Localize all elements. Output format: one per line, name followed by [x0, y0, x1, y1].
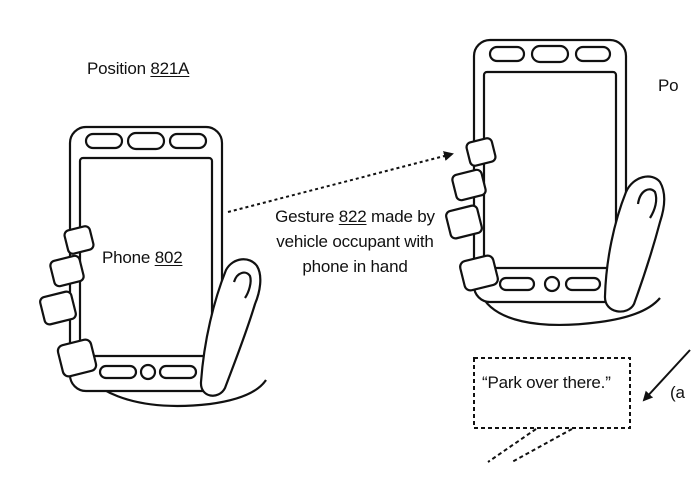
left-top-pill-2 — [126, 131, 166, 151]
right-top-pill-3 — [574, 45, 612, 63]
right-phone-body — [472, 38, 628, 304]
left-top-pill-1 — [84, 132, 124, 150]
position-821a-label: Position 821A — [87, 56, 190, 81]
speech-bubble-box — [473, 357, 631, 429]
speech-bubble-text: “Park over there.” — [482, 373, 611, 392]
right-bottom-pill-1 — [498, 276, 536, 292]
speech-bubble — [473, 357, 631, 463]
left-fingers — [39, 225, 98, 378]
partial-parenthetical-label: (a — [670, 383, 685, 402]
phone-802-label: Phone 802 — [102, 245, 183, 270]
left-top-pill-3 — [168, 132, 208, 150]
left-hand-phone — [39, 125, 267, 407]
right-edge-arrow — [642, 349, 691, 402]
right-top-pill-2 — [530, 44, 570, 64]
phone-ref: 802 — [154, 248, 183, 267]
right-fingers — [445, 137, 499, 292]
left-thumbnail — [232, 271, 252, 299]
right-thumb — [603, 175, 666, 313]
right-home-button — [543, 275, 561, 293]
position-a-ref: 821A — [150, 59, 190, 78]
position-a-prefix: Position — [87, 59, 151, 78]
right-hand-phone — [445, 38, 666, 327]
speech-bubble-tail — [487, 428, 573, 463]
right-palm — [478, 291, 661, 327]
left-bottom-pill-2 — [158, 364, 198, 380]
position-b-partial-label: Po — [658, 76, 679, 95]
gesture-arrow — [227, 151, 454, 213]
right-thumbnail — [636, 188, 658, 219]
gesture-822-label: Gesture 822 made by vehicle occupant wit… — [262, 204, 448, 279]
gesture-ref: 822 — [338, 207, 367, 226]
left-phone-screen — [78, 156, 214, 358]
left-home-button — [139, 363, 157, 381]
left-thumb — [199, 258, 262, 397]
left-bottom-pill-1 — [98, 364, 138, 380]
gesture-rest: made by vehicle occupant with phone in h… — [276, 207, 435, 276]
phone-prefix: Phone — [102, 248, 155, 267]
gesture-prefix: Gesture — [275, 207, 339, 226]
right-bottom-pill-2 — [564, 276, 602, 292]
right-phone-screen — [482, 70, 618, 270]
right-top-pill-1 — [488, 45, 526, 63]
